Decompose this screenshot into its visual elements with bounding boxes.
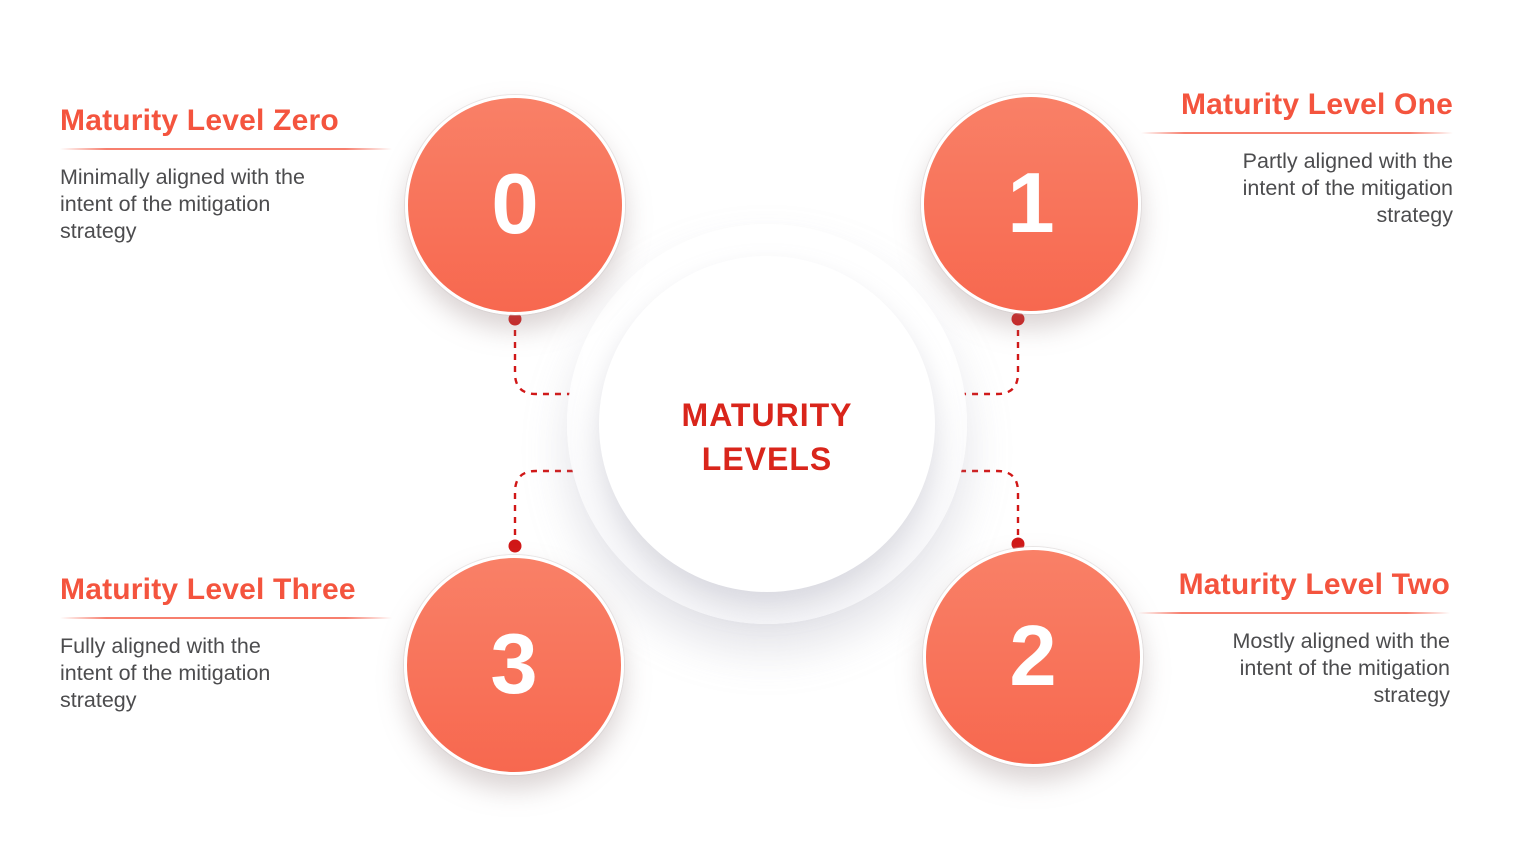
description-line: Fully aligned with the: [60, 634, 261, 658]
level-two-block: Maturity Level Two Mostly aligned with t…: [1138, 567, 1450, 709]
description-line: intent of the mitigation: [1242, 176, 1453, 200]
level-two-description: Mostly aligned with the intent of the mi…: [1138, 628, 1451, 709]
level-two-circle: 2: [923, 547, 1143, 767]
level-zero-circle: 0: [405, 95, 625, 315]
level-zero-number: 0: [491, 157, 539, 252]
description-line: strategy: [60, 688, 137, 712]
level-three-heading: Maturity Level Three: [60, 573, 356, 606]
center-title-line1: MATURITY: [681, 397, 853, 433]
description-line: Partly aligned with the: [1242, 149, 1453, 173]
connector-dot-bottom-left: [508, 539, 522, 553]
center-title-line2: LEVELS: [701, 441, 833, 477]
heading-underline: [1141, 132, 1453, 134]
description-line: intent of the mitigation: [60, 192, 271, 216]
description-line: Minimally aligned with the: [60, 165, 305, 189]
level-one-number: 1: [1007, 156, 1055, 251]
level-one-description: Partly aligned with the intent of the mi…: [1141, 148, 1453, 229]
description-line: strategy: [1373, 683, 1450, 707]
level-three-block: Maturity Level Three Fully aligned with …: [60, 572, 392, 714]
heading-underline: [60, 148, 392, 150]
center-circle: MATURITY LEVELS: [599, 256, 935, 592]
level-three-number: 3: [490, 617, 538, 712]
level-zero-description: Minimally aligned with the intent of the…: [60, 164, 392, 245]
connector-dot-top-right: [1011, 312, 1025, 326]
center-circle-outer: MATURITY LEVELS: [567, 224, 967, 624]
heading-underline: [60, 617, 392, 619]
level-one-block: Maturity Level One Partly aligned with t…: [1141, 87, 1453, 229]
level-zero-block: Maturity Level Zero Minimally aligned wi…: [60, 103, 392, 245]
level-two-heading: Maturity Level Two: [1178, 568, 1450, 601]
level-zero-heading: Maturity Level Zero: [60, 104, 339, 137]
description-line: Mostly aligned with the: [1232, 629, 1451, 653]
heading-underline: [1138, 612, 1450, 614]
level-one-circle: 1: [921, 94, 1141, 314]
level-three-description: Fully aligned with the intent of the mit…: [60, 633, 392, 714]
description-line: strategy: [60, 219, 137, 243]
level-three-circle: 3: [404, 555, 624, 775]
description-line: strategy: [1376, 203, 1453, 227]
level-one-heading: Maturity Level One: [1180, 88, 1453, 121]
center-title: MATURITY LEVELS: [682, 367, 853, 481]
description-line: intent of the mitigation: [1239, 656, 1450, 680]
description-line: intent of the mitigation: [60, 661, 271, 685]
level-two-number: 2: [1009, 609, 1057, 704]
